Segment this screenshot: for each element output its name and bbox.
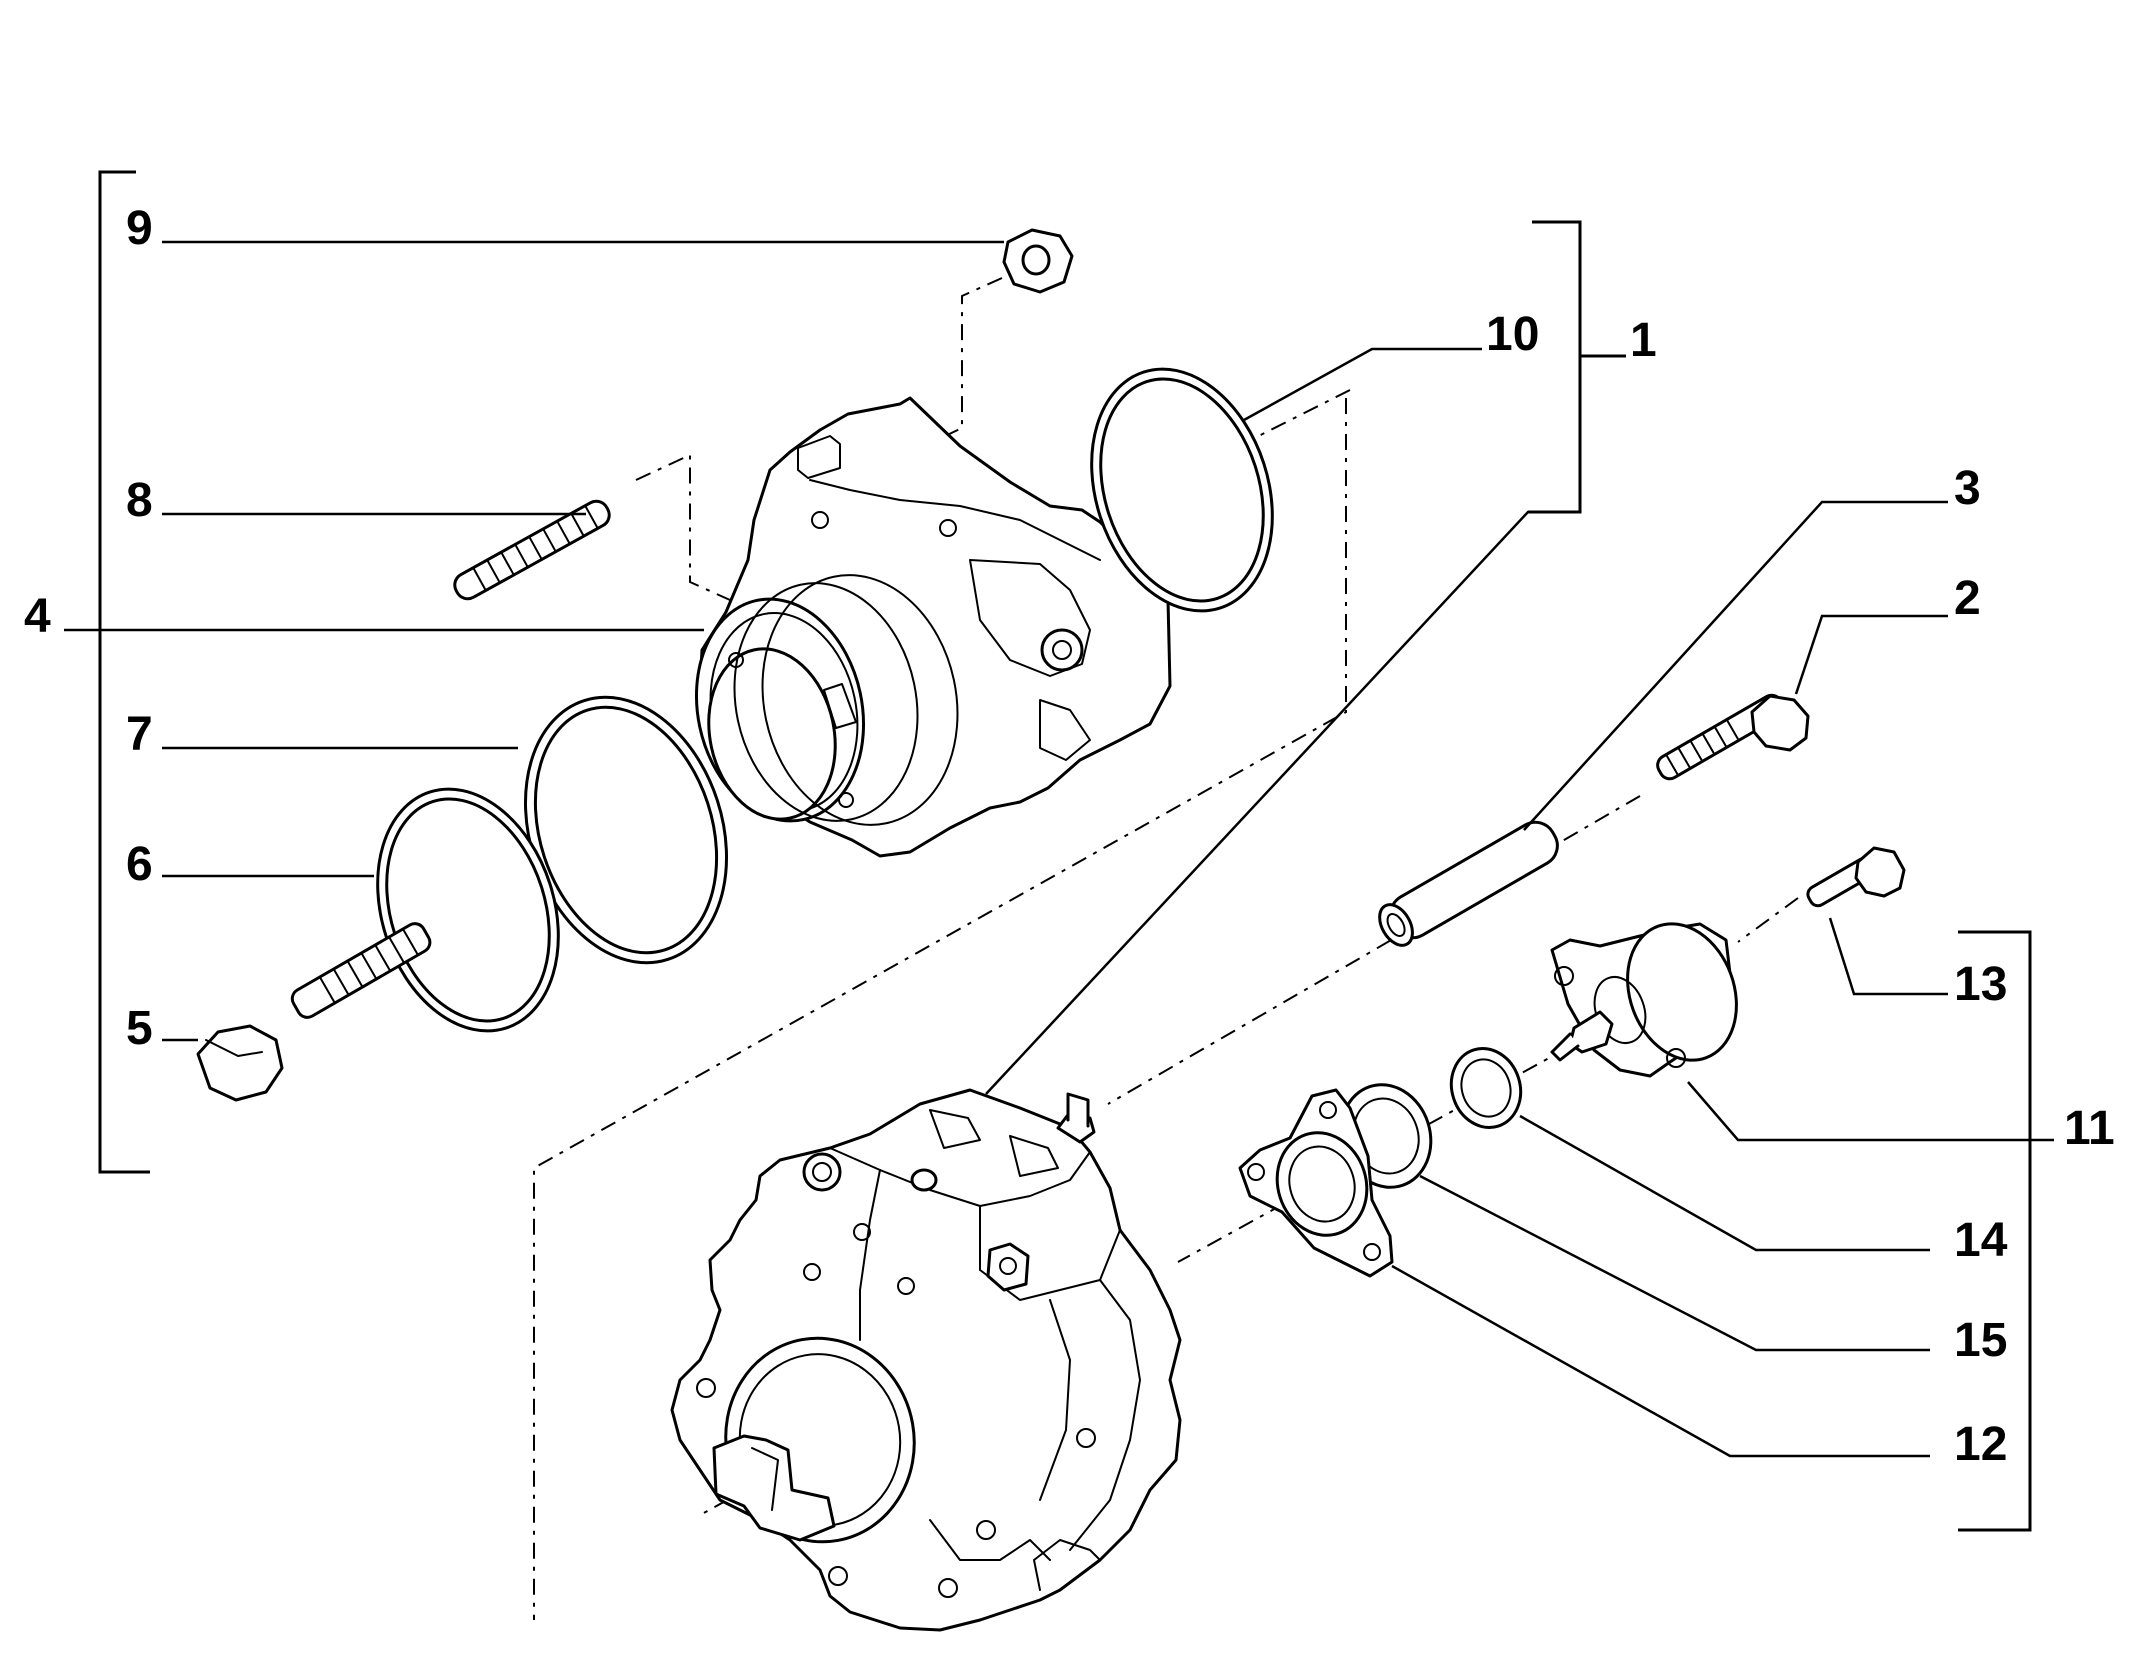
seal-ring-part-14 xyxy=(1449,1047,1523,1129)
housing-part-4 xyxy=(694,396,1172,858)
callout-9: 9 xyxy=(126,202,153,255)
leader-11 xyxy=(1687,1081,2054,1142)
callout-11: 11 xyxy=(2064,1102,2115,1155)
o-ring-part-6 xyxy=(376,787,560,1033)
left-group-bracket xyxy=(98,170,150,1174)
callout-7: 7 xyxy=(126,708,153,761)
axis-3-2 xyxy=(1107,795,1641,1105)
flange-part-12 xyxy=(1238,1088,1394,1278)
callout-1: 1 xyxy=(1630,314,1657,367)
stud-part-8 xyxy=(453,499,611,601)
axis-9 xyxy=(919,277,1003,449)
leader-10 xyxy=(1243,347,1482,422)
callout-4: 4 xyxy=(24,590,51,643)
callout-13: 13 xyxy=(1954,958,2007,1011)
callout-12: 12 xyxy=(1954,1418,2007,1471)
assembly-dashed-frame xyxy=(533,398,1347,1620)
axis-8 xyxy=(635,453,731,601)
leader-15 xyxy=(1419,1174,1930,1352)
sleeve-part-3 xyxy=(1378,820,1559,947)
leader-13 xyxy=(1828,917,1948,996)
callout-8: 8 xyxy=(126,474,153,527)
o-ring-part-10 xyxy=(1090,367,1274,613)
leader-14 xyxy=(1519,1114,1930,1252)
screw-part-13 xyxy=(1806,846,1906,908)
o-ring-part-7 xyxy=(523,695,729,965)
axis-11-13 xyxy=(1737,897,1799,943)
bolt-part-5 xyxy=(196,922,432,1102)
callout-5: 5 xyxy=(126,1002,153,1055)
leader-12 xyxy=(1391,1264,1930,1458)
right-group-bracket xyxy=(1958,930,2032,1532)
callout-14: 14 xyxy=(1954,1214,2008,1267)
callout-3: 3 xyxy=(1954,462,1981,515)
bolt-part-2 xyxy=(1656,693,1810,781)
callout-6: 6 xyxy=(126,838,153,891)
callout-2: 2 xyxy=(1954,572,1981,625)
pump-body-part-1 xyxy=(670,1088,1182,1632)
leader-3 xyxy=(1523,500,1948,831)
valve-part-11 xyxy=(1550,922,1738,1078)
leader-1 xyxy=(985,510,1580,1095)
leader-2 xyxy=(1794,614,1948,695)
callout-15: 15 xyxy=(1954,1314,2007,1367)
callout-10: 10 xyxy=(1486,308,1539,361)
nut-part-9 xyxy=(1002,228,1074,294)
top-right-group-bracket xyxy=(1528,220,1582,514)
